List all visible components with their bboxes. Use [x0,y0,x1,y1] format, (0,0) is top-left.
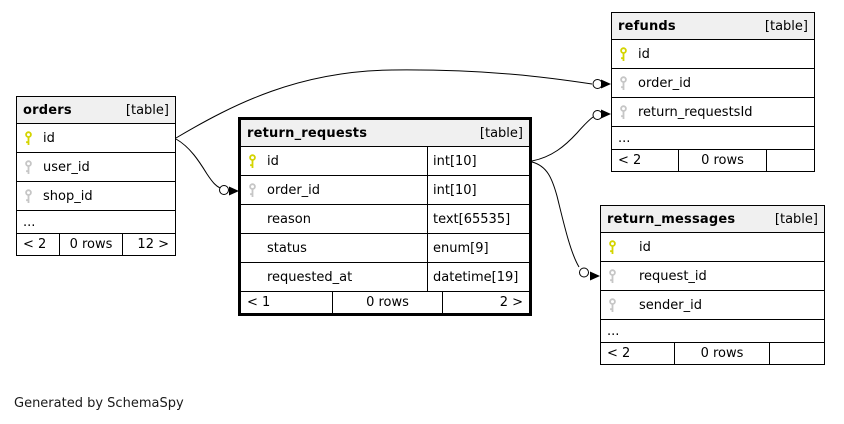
more-columns-row: ... [612,126,814,149]
more-columns-row: ... [17,210,175,233]
column-name: id [638,46,650,62]
table-orders[interactable]: orders [table] id user_id shop_id ... < … [16,96,176,256]
footer-rows: 0 rows [332,292,442,313]
table-header[interactable]: return_messages [table] [601,206,824,232]
column-row[interactable]: id [601,232,824,261]
arrowhead-icon [590,271,600,281]
ellipsis: ... [23,214,36,230]
table-header[interactable]: orders [table] [17,97,175,123]
table-tag: [table] [125,102,169,118]
column-name: user_id [43,159,90,175]
column-type: text[65535] [427,205,529,233]
column-name: id [267,153,279,169]
table-return-messages[interactable]: return_messages [table] id request_id se… [600,205,825,365]
column-name: shop_id [43,188,93,204]
column-row[interactable]: order_id [612,68,814,97]
column-name: status [267,240,307,256]
table-name: return_messages [607,211,736,227]
primary-key-icon [618,46,629,62]
column-row[interactable]: sender_id [601,290,824,319]
table-name: orders [23,102,72,118]
primary-key-icon [23,130,34,146]
table-header[interactable]: refunds [table] [612,13,814,39]
cardinality-circle [592,79,603,89]
cardinality-circle [592,110,603,120]
column-name: id [43,130,55,146]
foreign-key-icon [23,188,34,204]
cardinality-circle [579,267,589,278]
column-row[interactable]: user_id [17,152,175,181]
footer-parents: < 1 [247,295,271,310]
generated-by-caption: Generated by SchemaSpy [14,396,184,411]
primary-key-icon [607,239,618,255]
column-name: requested_at [267,269,353,285]
footer-parents: < 2 [607,346,631,361]
column-row[interactable]: id [17,123,175,152]
edge-return-requests-to-return-messages-request-id [531,161,580,268]
foreign-key-icon [247,182,258,198]
column-row[interactable]: order_id int[10] [241,175,529,204]
table-name: return_requests [247,125,368,141]
column-type: int[10] [427,176,529,204]
column-row[interactable]: return_requestsId [612,97,814,126]
footer-rows: 0 rows [674,343,769,364]
ellipsis: ... [607,323,620,339]
table-footer: < 2 0 rows [612,149,814,171]
arrowhead-icon [601,109,611,119]
table-name: refunds [618,18,676,34]
column-row[interactable]: request_id [601,261,824,290]
edge-return-requests-to-refunds-return-requests-id [531,116,594,162]
column-name: reason [267,211,311,227]
footer-rows: 0 rows [59,234,122,255]
column-type: int[10] [427,147,529,175]
foreign-key-icon [618,75,629,91]
footer-children [766,150,814,171]
table-footer: < 2 0 rows 12 > [17,233,175,255]
footer-children: 12 > [122,234,175,255]
foreign-key-icon [607,297,618,313]
column-row[interactable]: id [612,39,814,68]
more-columns-row: ... [601,319,824,342]
footer-parents: < 2 [618,153,642,168]
footer-children [769,343,824,364]
table-tag: [table] [774,211,818,227]
edge-orders-to-return-requests-order-id [175,138,221,189]
column-row[interactable]: reason text[65535] [241,204,529,233]
table-footer: < 1 0 rows 2 > [241,291,529,313]
ellipsis: ... [618,130,631,146]
column-name: order_id [638,75,692,91]
column-type: enum[9] [427,234,529,262]
arrowhead-icon [601,79,611,89]
column-name: sender_id [639,297,702,313]
table-refunds[interactable]: refunds [table] id order_id return_reque… [611,12,815,172]
footer-children: 2 > [442,292,529,313]
column-name: id [639,239,651,255]
primary-key-icon [247,153,258,169]
column-row[interactable]: status enum[9] [241,233,529,262]
table-tag: [table] [479,125,523,141]
cardinality-circle [219,185,229,195]
column-name: order_id [267,182,321,198]
table-return-requests[interactable]: return_requests [table] id int[10] order… [238,117,532,316]
column-name: return_requestsId [638,104,753,120]
column-row[interactable]: id int[10] [241,146,529,175]
foreign-key-icon [607,268,618,284]
footer-parents: < 2 [23,237,47,252]
column-row[interactable]: shop_id [17,181,175,210]
column-name: request_id [639,268,707,284]
column-type: datetime[19] [427,263,529,291]
footer-rows: 0 rows [678,150,766,171]
table-footer: < 2 0 rows [601,342,824,364]
foreign-key-icon [23,159,34,175]
table-header[interactable]: return_requests [table] [241,120,529,146]
foreign-key-icon [618,104,629,120]
column-row[interactable]: requested_at datetime[19] [241,262,529,291]
table-tag: [table] [764,18,808,34]
